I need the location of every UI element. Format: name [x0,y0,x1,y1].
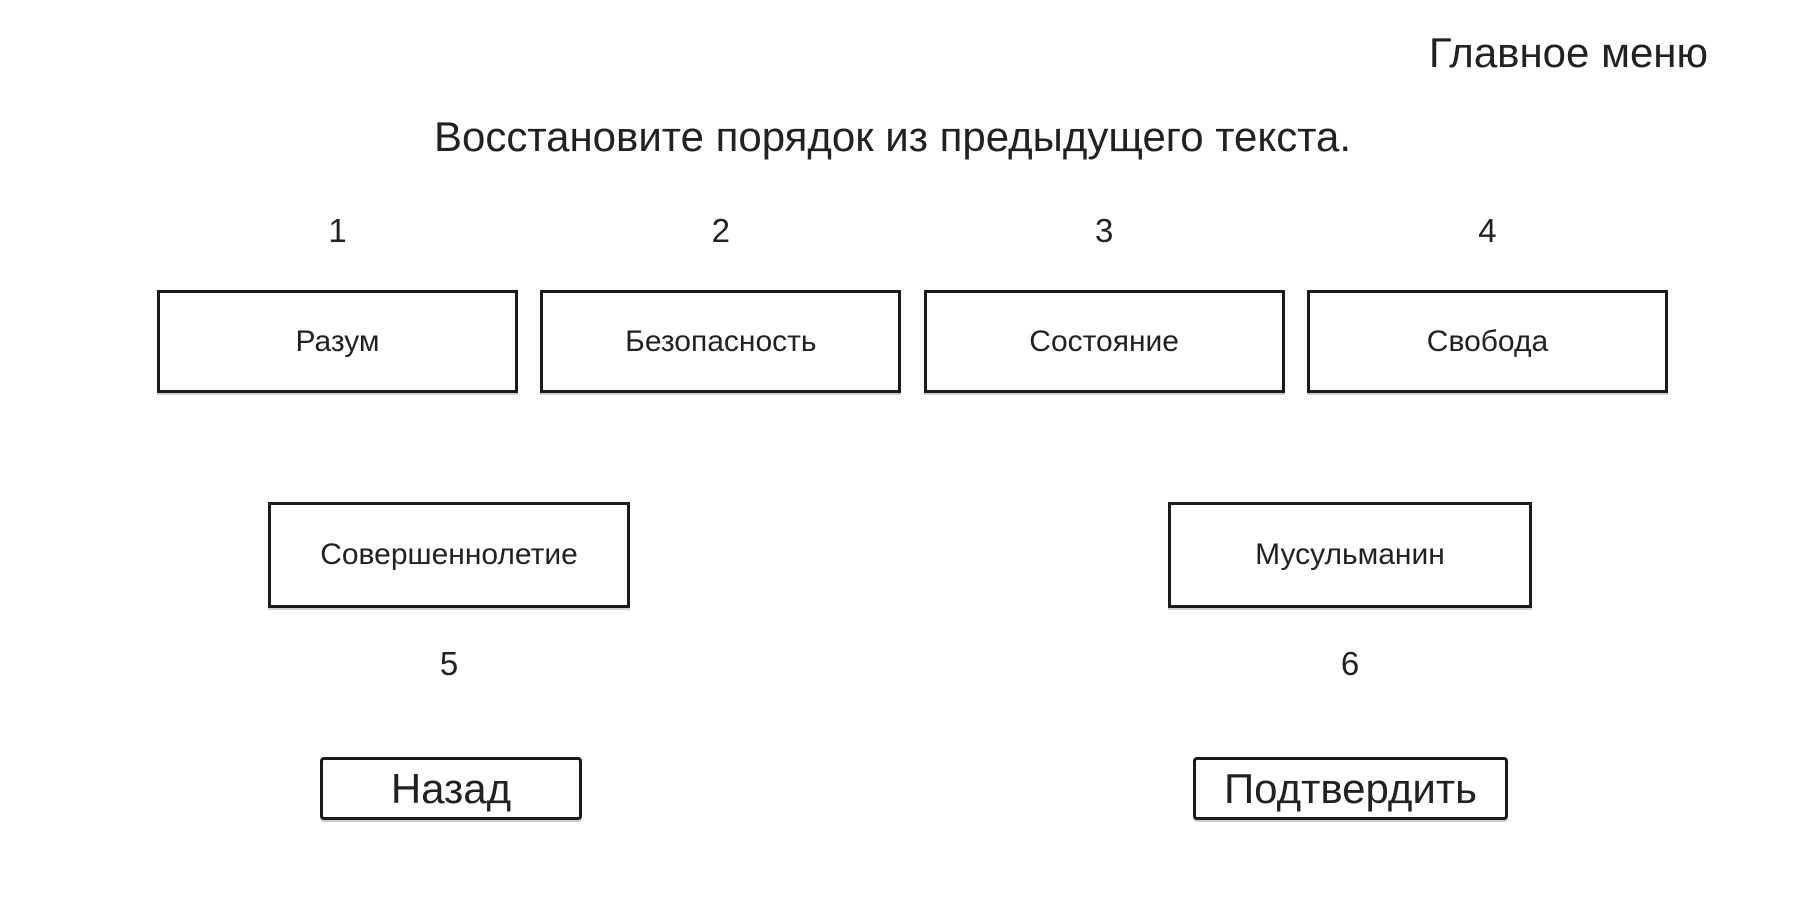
slot-number-2: 2 [711,212,730,249]
word-tile-label: Состояние [1029,324,1179,358]
slot-number-3: 3 [1094,212,1114,249]
word-tile-label: Разум [295,324,380,358]
word-tile-slot-1[interactable]: Разум [157,290,518,393]
slot-number-4: 4 [1478,212,1497,249]
back-button[interactable]: Назад [320,757,582,820]
confirm-button[interactable]: Подтвердить [1193,757,1508,820]
word-tile-label: Мусульманин [1255,538,1445,571]
slot-number-6: 6 [1340,645,1360,682]
placed-words-row: Разум Безопасность Состояние Свобода [157,290,1668,393]
word-tile-label: Безопасность [625,324,817,358]
word-tile-pending-6[interactable]: Мусульманин [1168,502,1532,608]
instruction-text: Восстановите порядок из предыдущего текс… [433,113,1351,160]
word-tile-slot-4[interactable]: Свобода [1306,290,1668,393]
slot-number-5: 5 [439,645,459,682]
main-menu-link[interactable]: Главное меню [1428,29,1708,76]
word-tile-pending-5[interactable]: Совершеннолетие [268,502,630,608]
word-tile-label: Совершеннолетие [320,538,578,571]
slot-number-1: 1 [328,212,347,249]
word-tile-label: Свобода [1426,324,1549,358]
slot-numbers-row: 1 2 3 4 [157,212,1668,250]
word-tile-slot-3[interactable]: Состояние [923,290,1285,393]
word-tile-slot-2[interactable]: Безопасность [540,290,902,393]
